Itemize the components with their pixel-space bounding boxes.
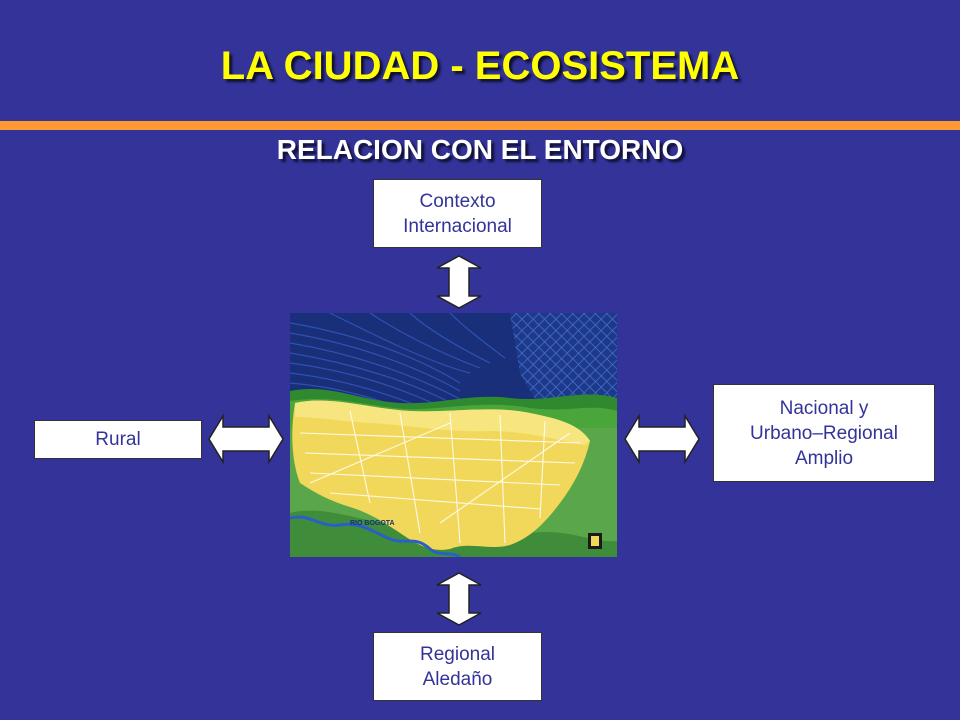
double-arrow-vertical-bottom-icon (436, 572, 482, 626)
river-label: RIO BOGOTA (350, 520, 395, 527)
double-arrow-horizontal-right-icon (624, 413, 700, 465)
context-international-label: Contexto Internacional (403, 190, 512, 237)
regional-adjacent-box: Regional Aledaño (373, 632, 542, 701)
slide-title: LA CIUDAD - ECOSISTEMA (220, 44, 740, 88)
double-arrow-horizontal-left-icon (208, 413, 284, 465)
city-map-image: RIO BOGOTA (290, 313, 617, 557)
regional-adjacent-label: Regional Aledaño (420, 643, 495, 690)
national-regional-box: Nacional y Urbano–Regional Amplio (713, 384, 935, 482)
national-regional-label: Nacional y Urbano–Regional Amplio (750, 397, 898, 469)
title-divider (0, 121, 960, 130)
slide-subtitle: RELACION CON EL ENTORNO (276, 134, 684, 165)
double-arrow-vertical-top-icon (436, 255, 482, 309)
rural-box: Rural (34, 420, 202, 459)
context-international-box: Contexto Internacional (373, 179, 542, 248)
rural-label: Rural (95, 429, 141, 450)
